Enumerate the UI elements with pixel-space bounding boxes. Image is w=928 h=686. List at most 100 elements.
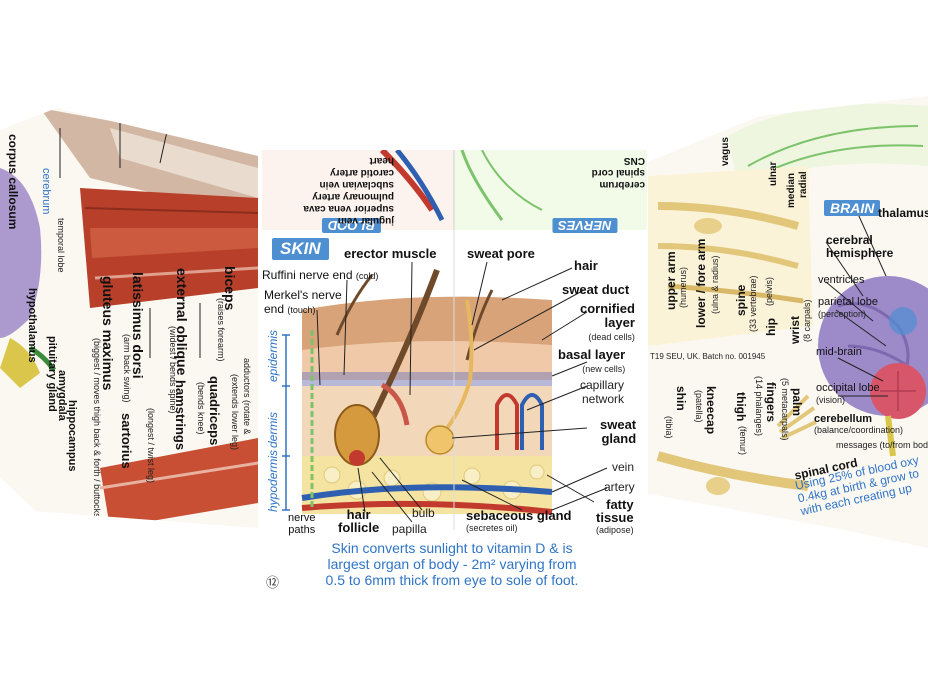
hair-label: hair — [574, 258, 598, 273]
merkel-label: Merkel's nerve — [264, 288, 342, 302]
follicle-text: hair — [346, 507, 371, 522]
hair-follicle-label: hair follicle — [338, 508, 379, 534]
basal-note: (new cells) — [582, 364, 626, 374]
sebaceous-text: sebaceous gland — [466, 508, 572, 523]
muscle-illustration — [0, 108, 258, 528]
basal-layer-label: basal layer (new cells) — [558, 348, 625, 376]
epidermis-label: epidermis — [266, 329, 280, 382]
fingers-label: fingers — [764, 382, 778, 423]
fatty-note: (adipose) — [596, 525, 634, 535]
sebaceous-gland-label: sebaceous gland (secretes oil) — [466, 508, 572, 534]
hip-note: (pelvis) — [764, 276, 774, 306]
center-cube-face-skin: BLOOD NERVES jugular vein superior vena … — [262, 150, 647, 595]
temporal-lobe-label: temporal lobe — [56, 218, 66, 273]
ventricles-label: ventricles — [818, 274, 865, 286]
messages-label: messages (to/from body) — [836, 440, 928, 450]
follicle-text-2: follicle — [338, 520, 380, 535]
occipital-text: occipital lobe — [816, 382, 880, 394]
midbrain-label: mid-brain — [816, 346, 862, 358]
kneecap-note: (patella) — [694, 390, 704, 423]
hypodermis-label: hypodermis — [266, 449, 280, 512]
sweat-duct-label: sweat duct — [562, 282, 630, 297]
cerebral-hemisphere-label: cerebral hemisphere — [826, 234, 893, 260]
quadriceps-label: quadriceps — [207, 376, 222, 446]
fingers-note: (14 phalanges) — [754, 376, 764, 437]
gluteus-maximus-label: gluteus maximus — [100, 276, 116, 391]
adductors-label: adductors (rotate & — [242, 358, 252, 435]
lower-arm-note: (ulna & radius) — [710, 255, 720, 314]
latissimus-dorsi-label: latissimus dorsi — [130, 272, 146, 379]
cornified-layer-label: cornified layer (dead cells) — [580, 302, 635, 344]
right-cube-face-brain: brachial vagus ulnar median radial BRAIN… — [648, 96, 928, 548]
upper-arm-label: upper arm — [664, 251, 678, 310]
cerebellum-label: cerebellum (balance/coordination) — [814, 414, 903, 436]
parietal-note: (perception) — [818, 309, 867, 319]
cornified-note: (dead cells) — [588, 332, 635, 342]
hip-label: hip — [764, 318, 778, 336]
parietal-text: parietal lobe — [818, 296, 878, 308]
palm-note: (5 metacarpals) — [780, 378, 790, 441]
ruffini-note: (cold) — [355, 271, 379, 281]
corpus-callosum-label: corpus callosum — [6, 134, 20, 230]
hemisphere-text: hemisphere — [826, 246, 894, 260]
basal-text: basal layer — [558, 347, 626, 362]
radial-label: radial — [798, 171, 809, 198]
kneecap-label: kneecap — [704, 386, 718, 435]
merkel-text: end — [264, 302, 285, 316]
merkel-label-2: end (touch) — [264, 302, 315, 316]
artery-label: artery — [604, 480, 635, 494]
lower-arm-label: lower / fore arm — [694, 238, 708, 328]
cerebellum-note: (balance/coordination) — [814, 425, 904, 435]
quadriceps-note: (extends lower leg) — [230, 374, 240, 451]
spine-note: (33 vertebrae) — [748, 275, 758, 332]
wrist-note: (8 carpals) — [802, 299, 812, 342]
brain-title: BRAIN — [824, 200, 881, 216]
vagus-label: vagus — [720, 137, 731, 166]
ulnar-label: ulnar — [768, 161, 779, 186]
cerebellum-text: cerebellum — [814, 413, 873, 425]
skin-cross-section — [282, 230, 608, 530]
sweat-gland-text-2: gland — [601, 431, 637, 446]
wrist-label: wrist — [788, 315, 802, 344]
cornified-text: cornified — [580, 301, 635, 316]
vein-label: vein — [612, 460, 635, 474]
ruffini-text: Ruffini nerve end — [262, 268, 353, 282]
hippocampus-label: hippocampus — [66, 400, 78, 472]
occipital-note: (vision) — [816, 395, 846, 405]
caption-line: largest organ of body - 2m² varying from — [327, 556, 577, 572]
shin-note: (tibia) — [664, 416, 674, 439]
cerebrum-label: cerebrum — [40, 168, 52, 215]
ruffini-label: Ruffini nerve end (cold) — [262, 268, 378, 282]
latissimus-note: (arm back swing) — [122, 334, 132, 403]
sartorius-label: sartorius — [119, 413, 134, 469]
page-number-12: ⑫ — [266, 575, 280, 590]
shin-label: shin — [674, 386, 688, 411]
page-number-11: ⑪ — [804, 532, 817, 546]
nerve-paths-text-2: paths — [288, 524, 316, 536]
sweat-gland-text: sweat — [600, 417, 637, 432]
batch-number: T19 SEU, UK. Batch no. 001945 — [650, 352, 766, 361]
hypothalamus-label: hypothalamus — [26, 288, 38, 363]
occipital-lobe-label: occipital lobe (vision) — [816, 382, 880, 406]
thigh-label: thigh — [734, 392, 748, 422]
fatty-text: fatty — [606, 497, 634, 512]
spine-label: spine — [734, 284, 748, 316]
cerebral-text: cerebral — [826, 233, 873, 247]
gluteus-note: (biggest / moves thigh back & forth / bu… — [92, 338, 102, 521]
biceps-note: (raises forearm) — [216, 298, 226, 362]
cornified-text-2: layer — [604, 315, 635, 330]
caption-line: Skin converts sunlight to vitamin D & is — [331, 540, 573, 556]
papilla-label: papilla — [392, 522, 427, 536]
hamstrings-note: (bends knee) — [196, 382, 206, 435]
capillary-network-label: capillary network — [580, 378, 624, 406]
sartorius-note: (longest / twist leg) — [146, 408, 156, 484]
capillary-text: capillary — [580, 378, 625, 392]
erector-muscle-label: erector muscle — [344, 246, 437, 261]
hamstrings-label: hamstrings — [173, 380, 188, 451]
parietal-lobe-label: parietal lobe (perception) — [818, 296, 878, 320]
capillary-text-2: network — [581, 392, 625, 406]
upper-arm-note: (humerus) — [678, 266, 688, 308]
bulb-label: bulb — [412, 506, 435, 520]
skin-title: SKIN — [272, 238, 329, 260]
top-strip-illustration — [262, 150, 647, 230]
